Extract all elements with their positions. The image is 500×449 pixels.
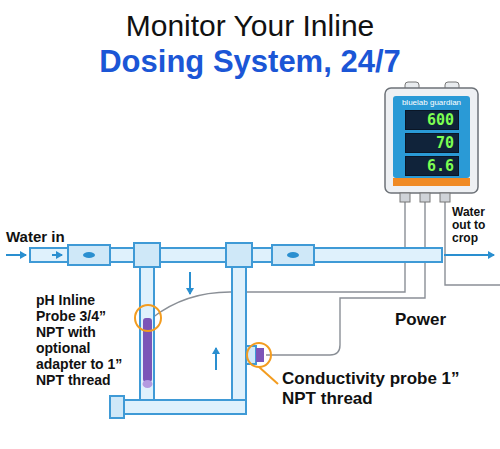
brand-name: bluelab guardian [393,98,470,107]
power-label: Power [395,310,446,330]
probe-wires [152,200,500,355]
inlet-label: Water in [6,228,65,245]
display-reading: 70 [406,134,458,152]
display-reading: 600 [406,111,458,129]
conductivity-label: Conductivity probe 1” NPT thread [282,369,482,409]
conductivity-probe [247,343,278,384]
ec-display: 600 [405,110,459,130]
temp-display: 70 [405,133,459,153]
ph-probe [135,305,161,388]
monitor-panel: bluelab guardian 600 70 6.6 [393,96,470,178]
ph-display: 6.6 [405,156,459,176]
ph-probe-label: pH Inline Probe 3/4” NPT with optional a… [36,292,130,388]
title: Monitor Your Inline [0,8,500,44]
pipe-system [30,243,442,418]
outlet-label: Water out to crop [452,206,498,245]
title-line: Dosing System, 24/7 [0,44,500,80]
monitor-housing [385,82,478,202]
display-reading: 6.6 [406,157,458,175]
